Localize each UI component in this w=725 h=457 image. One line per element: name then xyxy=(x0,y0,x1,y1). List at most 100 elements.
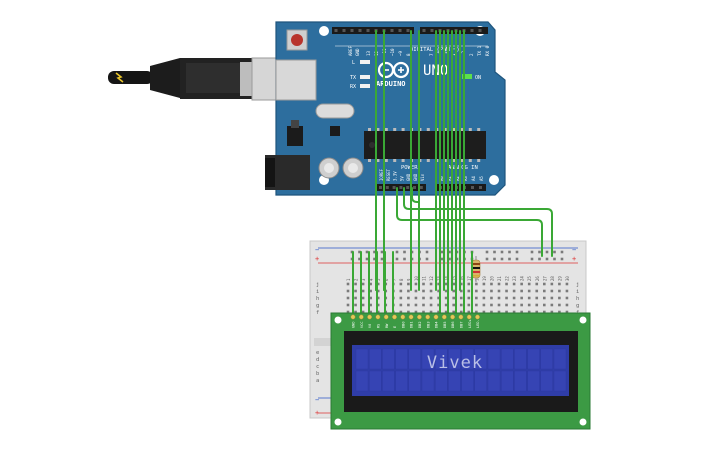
column-number: 3 xyxy=(361,278,366,281)
column-number: 29 xyxy=(557,276,562,281)
header-pin[interactable] xyxy=(342,29,346,32)
jumper-wire[interactable] xyxy=(403,187,553,257)
lcd-pin[interactable] xyxy=(350,314,356,320)
row-letter: j xyxy=(316,282,319,288)
analog-pin-label: A4 xyxy=(471,176,476,181)
analog-pin-label: A1 xyxy=(447,176,452,181)
lcd-pin-label: DB7 xyxy=(460,322,464,329)
column-number: 1 xyxy=(346,278,351,281)
digital-header-right xyxy=(420,27,488,34)
digital-label: DIGITAL (PWM ~) xyxy=(410,47,460,53)
lcd-display-text: Vivek xyxy=(427,353,483,373)
lcd-pin[interactable] xyxy=(367,314,373,320)
row-letter: e xyxy=(316,350,319,356)
lcd-pin[interactable] xyxy=(383,314,389,320)
row-letter: b xyxy=(316,371,319,377)
on-led-label: ON xyxy=(475,75,481,81)
header-pin[interactable] xyxy=(406,29,410,32)
lcd-pin[interactable] xyxy=(416,314,422,320)
lcd-pin[interactable] xyxy=(375,314,381,320)
header-pin[interactable] xyxy=(366,29,370,32)
lcd-pin[interactable] xyxy=(392,314,397,320)
lcd-pin-label: LED- xyxy=(476,319,480,328)
row-letter: a xyxy=(316,378,319,384)
power-pin-label: Vin xyxy=(420,173,425,181)
header-pin[interactable] xyxy=(413,186,416,189)
usb-cable[interactable] xyxy=(108,57,281,101)
column-number: 23 xyxy=(512,276,517,281)
header-pin[interactable] xyxy=(334,29,338,32)
power-pin-label: RESET xyxy=(386,168,391,181)
power-pin-label: 3.3V xyxy=(393,171,398,181)
header-pin[interactable] xyxy=(419,186,423,189)
header-pin[interactable] xyxy=(399,186,403,189)
column-number: 22 xyxy=(505,276,510,281)
column-number: 5 xyxy=(376,278,381,281)
top-pin-label: RX 0 xyxy=(485,45,490,56)
lcd-pin[interactable] xyxy=(450,314,456,320)
lcd-pin-label: RW xyxy=(385,323,389,328)
jumper-wire[interactable] xyxy=(396,187,543,257)
lcd-pin[interactable] xyxy=(400,314,406,320)
header-pin[interactable] xyxy=(430,29,434,32)
column-number: 2 xyxy=(354,278,359,281)
row-letter: i xyxy=(576,289,579,295)
lcd-pin[interactable] xyxy=(441,314,447,320)
lcd-pin[interactable] xyxy=(475,314,480,320)
jumper-wires[interactable] xyxy=(352,30,553,314)
header-pin[interactable] xyxy=(358,29,362,32)
header-pin[interactable] xyxy=(398,29,402,32)
lcd-pin-label: DB0 xyxy=(401,322,405,329)
lcd-pin[interactable] xyxy=(433,314,439,320)
header-pin[interactable] xyxy=(350,29,354,32)
lcd-pin-label: GND xyxy=(352,322,356,329)
row-letter: f xyxy=(316,310,319,316)
power-pin-label: GND xyxy=(406,173,411,181)
column-number: 25 xyxy=(527,276,532,281)
column-number: 16 xyxy=(459,276,464,281)
header-pin[interactable] xyxy=(471,186,474,189)
svg-text:−: − xyxy=(572,246,576,254)
reset-button[interactable] xyxy=(286,29,308,51)
row-letter: i xyxy=(316,289,319,295)
column-number: 17 xyxy=(467,276,472,281)
power-pin-label: 5V xyxy=(399,176,404,181)
column-number: 27 xyxy=(542,276,547,281)
resistor[interactable] xyxy=(471,256,481,282)
column-number: 20 xyxy=(489,276,494,281)
header-pin[interactable] xyxy=(379,186,382,189)
arduino-logo-icon xyxy=(377,61,410,79)
lcd-pin[interactable] xyxy=(466,314,472,320)
row-letter: c xyxy=(316,364,319,370)
column-number: 14 xyxy=(444,276,449,281)
digital-header-left xyxy=(332,27,414,34)
column-number: 6 xyxy=(384,278,389,281)
header-pin[interactable] xyxy=(422,29,426,32)
header-pin[interactable] xyxy=(385,186,389,189)
header-pin[interactable] xyxy=(470,29,474,32)
lcd-pin[interactable] xyxy=(358,314,364,320)
top-pin-label: AREF xyxy=(348,45,353,56)
svg-text:+: + xyxy=(315,255,319,263)
svg-text:−: − xyxy=(315,246,319,254)
jumper-wire[interactable] xyxy=(411,187,419,203)
top-pin-label: ~9 xyxy=(398,50,403,56)
header-pin[interactable] xyxy=(479,186,482,189)
lcd-pin-label: DB4 xyxy=(435,322,439,329)
analog-pin-label: A2 xyxy=(455,176,460,181)
header-pin[interactable] xyxy=(406,186,410,189)
lcd-pin-label: V0 xyxy=(368,324,372,328)
header-pin[interactable] xyxy=(392,186,396,189)
dc-power-jack xyxy=(265,155,310,190)
column-number: 28 xyxy=(550,276,555,281)
lcd-pin[interactable] xyxy=(408,314,414,320)
lcd-pin[interactable] xyxy=(425,314,431,320)
analog-pin-label: A0 xyxy=(439,176,444,181)
header-pin[interactable] xyxy=(390,29,394,32)
lcd-pin-label: DB5 xyxy=(443,322,447,329)
lcd-pin[interactable] xyxy=(458,314,464,320)
header-pin[interactable] xyxy=(478,29,482,32)
analog-pin-label: A3 xyxy=(463,176,468,181)
lcd-pin-label: DB3 xyxy=(426,322,430,329)
